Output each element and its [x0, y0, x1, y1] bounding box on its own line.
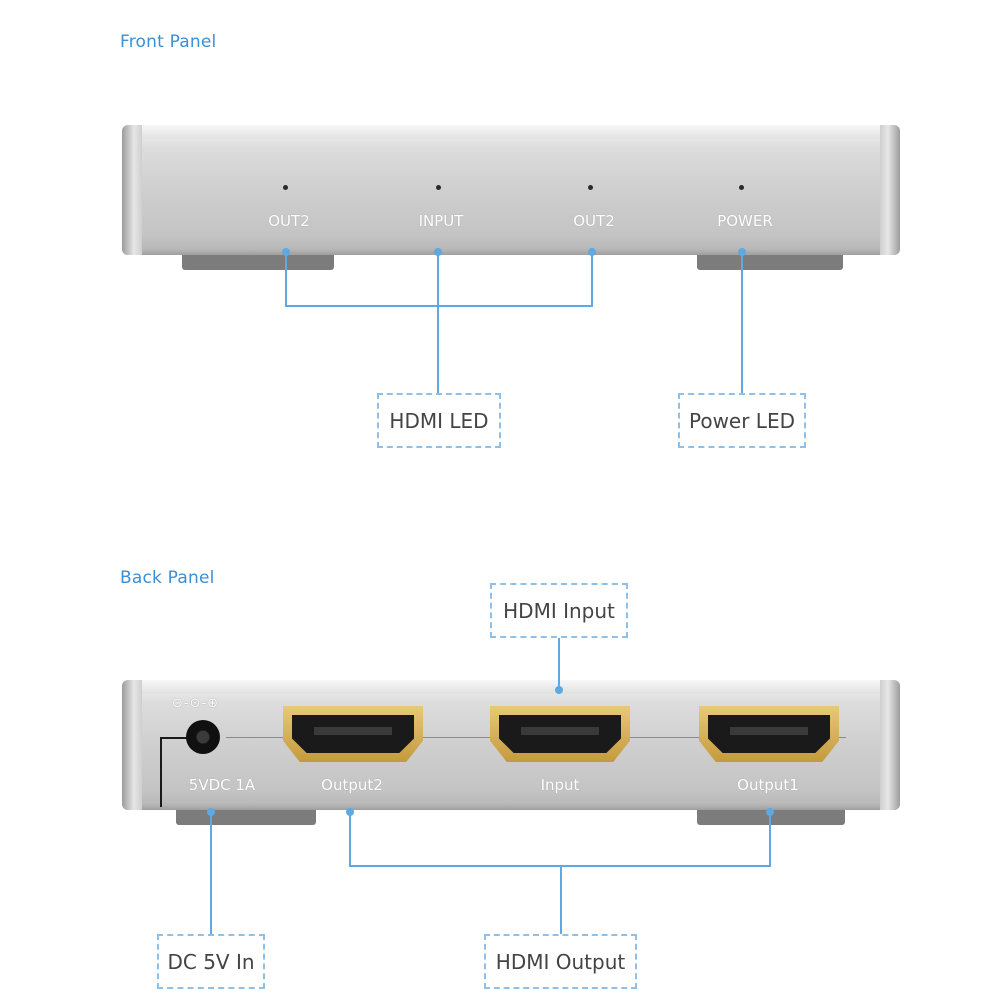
leader-dot: [555, 686, 563, 694]
port-label-output2: Output2: [321, 776, 383, 794]
device-top-edge: [142, 125, 880, 139]
front-right-foot: [697, 255, 843, 270]
dc-guide-horizontal: [160, 737, 188, 739]
leader-dot: [346, 808, 354, 816]
callout-hdmi-led: HDMI LED: [377, 393, 501, 448]
callout-power-led: Power LED: [678, 393, 806, 448]
device-right-edge: [880, 680, 900, 810]
front-label-out2-right: OUT2: [573, 212, 615, 230]
callout-hdmi-output: HDMI Output: [484, 934, 637, 989]
callout-dc-in: DC 5V In: [157, 934, 265, 989]
front-label-power: POWER: [717, 212, 773, 230]
front-panel-title: Front Panel: [120, 32, 217, 52]
out2-led-right: [588, 185, 593, 190]
back-panel-title: Back Panel: [120, 568, 215, 588]
input-led: [436, 185, 441, 190]
leader-dot: [738, 248, 746, 256]
dc-rating-label: 5VDC 1A: [188, 776, 256, 794]
callout-hdmi-input: HDMI Input: [490, 583, 628, 638]
leader-dot: [588, 248, 596, 256]
dc-guide-vertical: [160, 737, 162, 807]
port-label-output1: Output1: [737, 776, 799, 794]
leader-dot: [282, 248, 290, 256]
leader-dot: [207, 808, 215, 816]
power-led: [739, 185, 744, 190]
device-left-edge: [122, 680, 142, 810]
leader-dot: [434, 248, 442, 256]
dc-power-jack: [186, 720, 220, 754]
hdmi-output-bracket: [349, 812, 771, 867]
polarity-symbol: ⊖-⊙-⊕: [172, 696, 220, 711]
front-panel-device: [122, 125, 900, 255]
device-right-edge: [880, 125, 900, 255]
front-left-foot: [182, 255, 334, 270]
port-label-input: Input: [540, 776, 580, 794]
front-label-out2-left: OUT2: [268, 212, 310, 230]
out2-led-left: [283, 185, 288, 190]
hdmi-port-input: [490, 706, 630, 762]
front-label-input: INPUT: [418, 212, 464, 230]
device-left-edge: [122, 125, 142, 255]
hdmi-port-output1: [699, 706, 839, 762]
device-top-edge: [142, 680, 880, 694]
leader-dot: [766, 808, 774, 816]
hdmi-port-output2: [283, 706, 423, 762]
